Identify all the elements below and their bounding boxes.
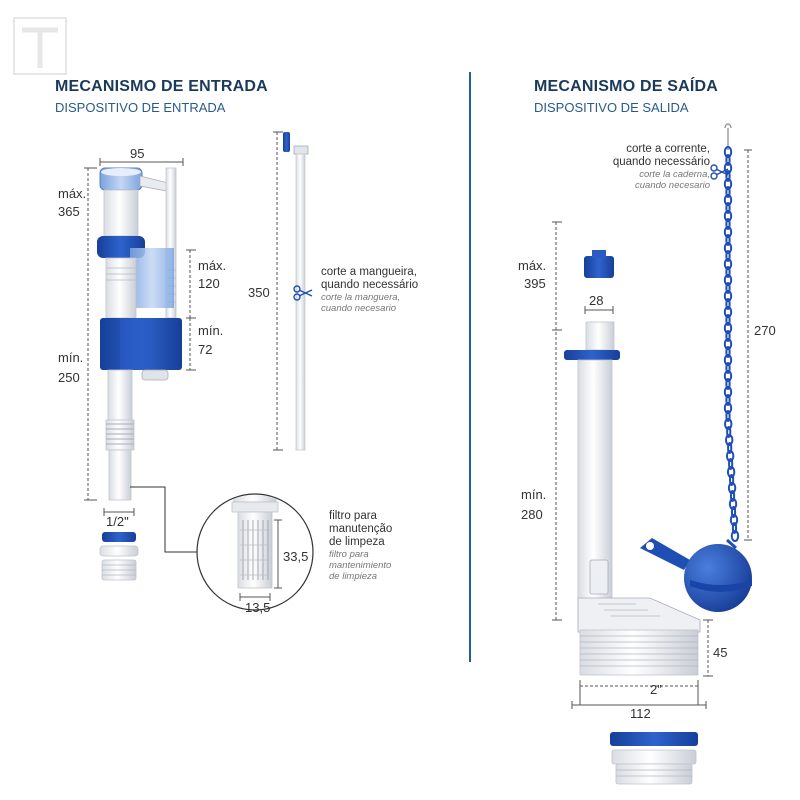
entrada-title: MECANISMO DE ENTRADA (55, 78, 268, 95)
entrada-subtitle: DISPOSITIVO DE ENTRADA (55, 100, 226, 115)
chain-link (729, 474, 735, 486)
scissors-icon (710, 164, 729, 180)
dim-max-label: máx. (58, 186, 87, 201)
filter-note: filtro para manutenção de limpeza filtro… (329, 510, 393, 582)
dim-chain-270: 270 (754, 323, 776, 338)
fill-valve (84, 158, 225, 581)
chain-link (730, 530, 740, 542)
chain-link (723, 322, 733, 334)
chain-link (729, 490, 736, 502)
dim-saida-max-value: 395 (524, 276, 546, 291)
dim-filter-33-5: 33,5 (283, 549, 309, 564)
dim-float-max-label: máx. (198, 258, 227, 273)
chain-link (725, 234, 731, 246)
chain-link (723, 354, 733, 366)
chain-link (730, 506, 737, 518)
chain-link (723, 306, 733, 318)
dim-max-value: 365 (58, 204, 80, 219)
dim-filter-13-5: 13,5 (245, 600, 271, 615)
chain-link (725, 266, 731, 278)
chain-link (725, 394, 731, 406)
dim-min-value: 250 (58, 370, 80, 385)
hose (273, 131, 313, 451)
chain-link (725, 186, 731, 198)
hose-cut-note: corte a mangueira, quando necessário cor… (321, 266, 419, 314)
dim-base-112: 112 (630, 706, 651, 721)
dim-saida-min-label: mín. (521, 487, 547, 502)
scissors-icon (293, 285, 313, 301)
flush-valve (552, 221, 713, 785)
chain-link (723, 338, 733, 350)
dim-saida-min-value: 280 (521, 507, 543, 522)
chain-link (728, 458, 734, 470)
chain-link (723, 290, 733, 302)
chain-link (731, 522, 738, 534)
saida-title: MECANISMO DE SAÍDA (534, 78, 719, 95)
chain-link (725, 282, 731, 294)
dim-thread-2in: 2" (650, 682, 662, 697)
chain-link (723, 402, 733, 414)
chain-link (723, 210, 733, 222)
chain-link (725, 202, 731, 214)
chain-link (723, 370, 733, 382)
chain-link (723, 146, 733, 158)
chain-link (723, 274, 733, 286)
chain (723, 123, 740, 542)
chain-cut-note: corte a corrente, quando necessário cort… (612, 143, 710, 191)
chain-link (723, 162, 733, 174)
chain-link (725, 346, 731, 358)
chain-link (723, 226, 733, 238)
dim-base-45: 45 (713, 645, 728, 660)
chain-link (723, 258, 733, 270)
chain-link (725, 330, 731, 342)
dim-width-95: 95 (130, 146, 145, 161)
chain-link (723, 178, 733, 190)
dim-float-min-label: mín. (198, 323, 224, 338)
chain-link (725, 218, 731, 230)
chain-link (725, 314, 731, 326)
chain-link (727, 442, 733, 454)
chain-link (726, 426, 732, 438)
filter-detail (196, 493, 314, 611)
dim-float-max-value: 120 (198, 276, 220, 291)
chain-link (725, 250, 731, 262)
chain-link (723, 194, 733, 206)
flapper (640, 538, 752, 612)
dim-thread-half: 1/2" (106, 514, 129, 529)
dim-float-min-value: 72 (198, 342, 213, 357)
chain-link (725, 378, 731, 390)
chain-link (723, 386, 733, 398)
dim-cap-28: 28 (589, 293, 604, 308)
chain-link (723, 242, 733, 254)
dim-hose-350: 350 (248, 285, 270, 300)
logo-mark (13, 17, 67, 75)
dim-min-label: mín. (58, 350, 84, 365)
chain-link (725, 298, 731, 310)
saida-subtitle: DISPOSITIVO DE SALIDA (534, 100, 689, 115)
dim-saida-max-label: máx. (518, 258, 547, 273)
chain-link (725, 362, 731, 374)
chain-link (725, 170, 731, 182)
chain-link (725, 154, 731, 166)
chain-link (725, 410, 731, 422)
